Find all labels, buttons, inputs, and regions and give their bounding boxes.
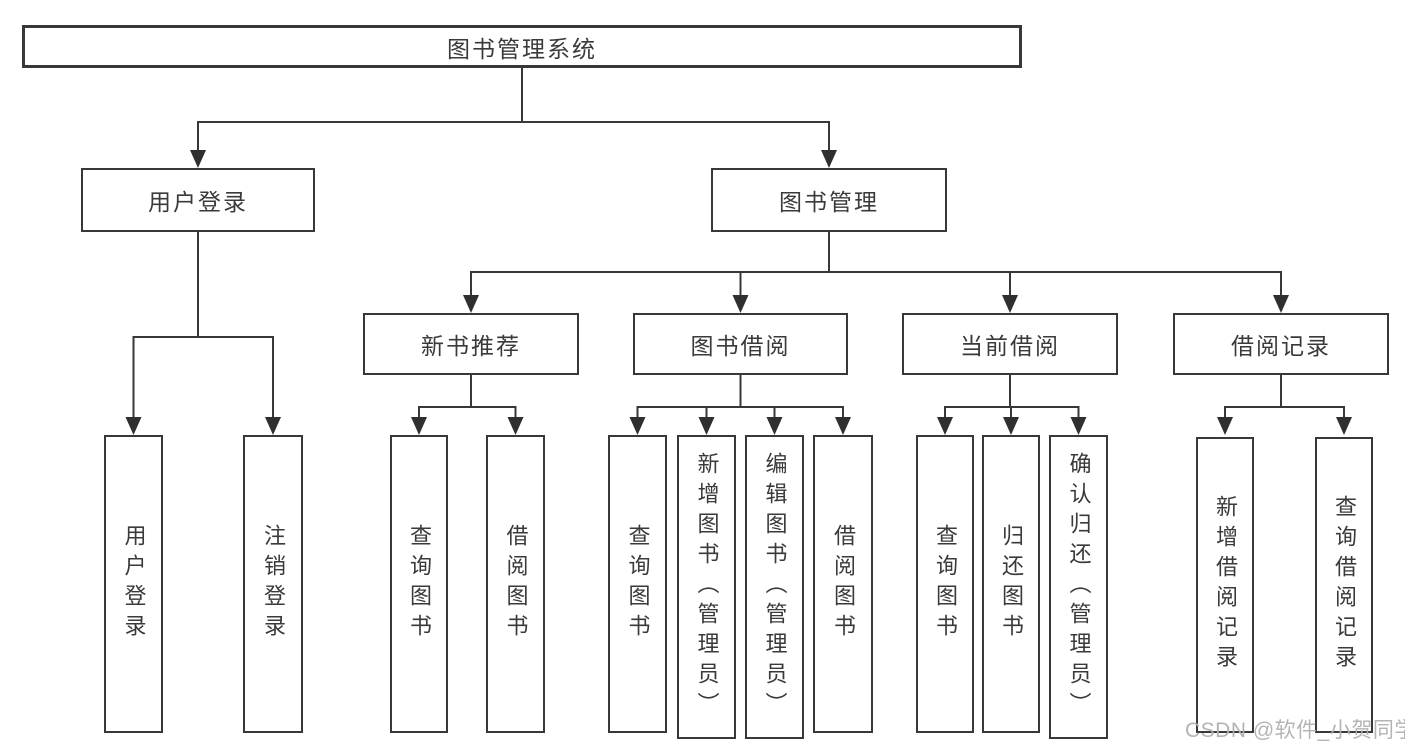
csdn-watermark: CSDN @软件_小贺同学	[1185, 719, 1405, 742]
leaf-query-books-borrowing: 查询图书	[608, 435, 667, 733]
node-user-login: 用户登录	[81, 168, 315, 232]
leaf-edit-books-admin: 编辑图书（管理员）	[745, 435, 804, 739]
leaf-add-books-admin: 新增图书（管理员）	[677, 435, 736, 739]
node-book-borrowing: 图书借阅	[633, 313, 848, 375]
node-borrowing-records: 借阅记录	[1173, 313, 1389, 375]
leaf-logout: 注销登录	[243, 435, 303, 733]
leaf-query-books-recommend: 查询图书	[390, 435, 448, 733]
node-book-management-system: 图书管理系统	[22, 25, 1022, 68]
leaf-confirm-return-admin: 确认归还（管理员）	[1049, 435, 1108, 739]
leaf-borrow-books-recommend: 借阅图书	[486, 435, 545, 733]
node-current-borrowing: 当前借阅	[902, 313, 1118, 375]
leaf-query-books-current: 查询图书	[916, 435, 974, 733]
leaf-user-login: 用户登录	[104, 435, 163, 733]
leaf-query-borrow-record: 查询借阅记录	[1315, 437, 1373, 733]
tree-edges	[132, 68, 1345, 418]
leaf-borrow-books-borrowing: 借阅图书	[813, 435, 873, 733]
arrowheads	[125, 150, 1352, 435]
node-book-management: 图书管理	[711, 168, 947, 232]
leaf-add-borrow-record: 新增借阅记录	[1196, 437, 1254, 733]
node-new-book-recommend: 新书推荐	[363, 313, 579, 375]
leaf-return-books: 归还图书	[982, 435, 1040, 733]
